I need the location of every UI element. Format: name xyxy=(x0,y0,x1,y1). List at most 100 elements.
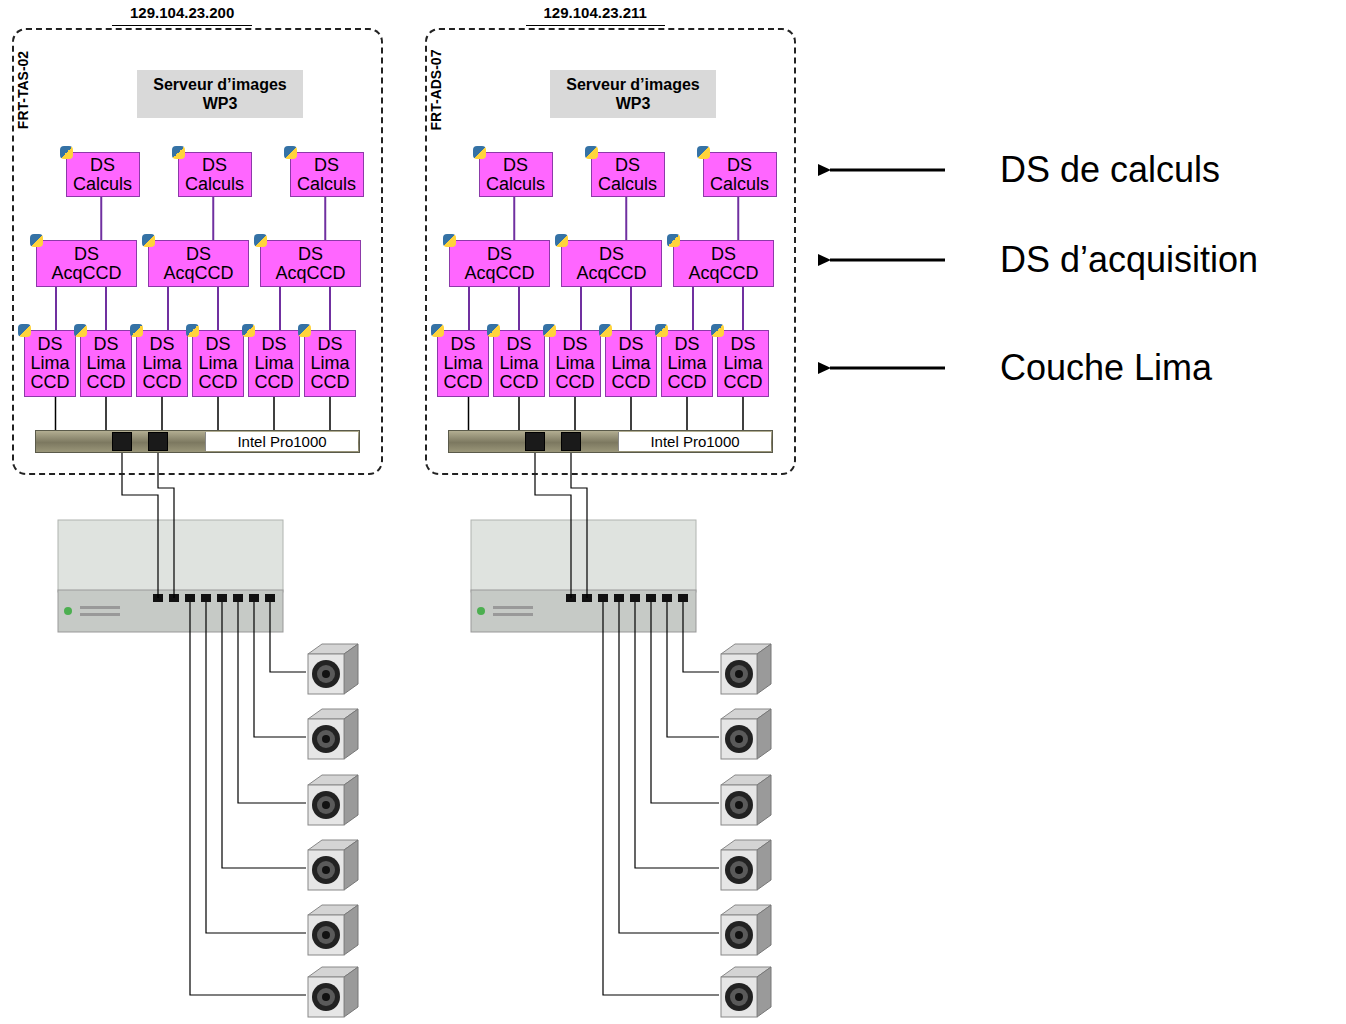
calc-device-server: DS Calculs xyxy=(703,152,777,197)
lima-device-server: DS Lima CCD xyxy=(661,330,713,397)
software-link xyxy=(742,287,744,330)
switch-and-cameras xyxy=(58,453,358,1017)
server-title: Serveur d’images WP3 xyxy=(150,75,290,113)
network-link xyxy=(273,397,275,430)
python-icon xyxy=(18,324,31,337)
leader-arrow xyxy=(830,259,945,262)
python-icon xyxy=(711,324,724,337)
ethernet-port xyxy=(148,432,168,451)
software-link xyxy=(580,287,582,330)
python-icon xyxy=(585,146,598,159)
acquisition-device-server: DS AcqCCD xyxy=(449,240,550,287)
python-icon xyxy=(30,234,43,247)
device-server-label: DS Lima CCD xyxy=(84,335,128,392)
lima-device-server: DS Lima CCD xyxy=(437,330,489,397)
python-icon xyxy=(667,234,680,247)
calc-device-server: DS Calculs xyxy=(290,152,364,197)
device-server-label: DS Calculs xyxy=(70,156,136,194)
python-icon xyxy=(555,234,568,247)
device-server-label: DS Calculs xyxy=(294,156,360,194)
software-link xyxy=(55,287,57,330)
lima-device-server: DS Lima CCD xyxy=(192,330,244,397)
device-server-label: DS Lima CCD xyxy=(721,335,765,392)
python-icon xyxy=(186,324,199,337)
network-link xyxy=(686,397,688,430)
software-link xyxy=(105,287,107,330)
device-server-label: DS AcqCCD xyxy=(567,245,657,283)
device-server-label: DS Calculs xyxy=(182,156,248,194)
layer-label: DS d’acquisition xyxy=(1000,240,1258,280)
python-icon xyxy=(60,146,73,159)
software-link xyxy=(324,197,326,240)
acquisition-device-server: DS AcqCCD xyxy=(673,240,774,287)
network-link xyxy=(518,397,520,430)
ethernet-port xyxy=(561,432,581,451)
network-link xyxy=(55,397,57,430)
software-link xyxy=(100,197,102,240)
lima-device-server: DS Lima CCD xyxy=(80,330,132,397)
host-name: FRT-ADS-07 xyxy=(428,50,444,131)
software-link xyxy=(518,287,520,330)
host-name: FRT-TAS-02 xyxy=(15,51,31,129)
acquisition-device-server: DS AcqCCD xyxy=(561,240,662,287)
python-icon xyxy=(599,324,612,337)
software-link xyxy=(468,287,470,330)
network-link xyxy=(329,397,331,430)
acquisition-device-server: DS AcqCCD xyxy=(260,240,361,287)
ip-address: 129.104.23.200 xyxy=(112,3,252,26)
python-icon xyxy=(130,324,143,337)
acquisition-device-server: DS AcqCCD xyxy=(36,240,137,287)
python-icon xyxy=(473,146,486,159)
network-card: Intel Pro1000 xyxy=(448,430,773,453)
device-server-label: DS Lima CCD xyxy=(28,335,72,392)
python-icon xyxy=(142,234,155,247)
device-server-label: DS Lima CCD xyxy=(665,335,709,392)
device-server-label: DS Lima CCD xyxy=(196,335,240,392)
device-server-label: DS Lima CCD xyxy=(441,335,485,392)
nic-label: Intel Pro1000 xyxy=(618,432,771,451)
device-server-label: DS AcqCCD xyxy=(266,245,356,283)
host-machine: 129.104.23.211FRT-ADS-07Serveur d’images… xyxy=(425,28,796,475)
acquisition-device-server: DS AcqCCD xyxy=(148,240,249,287)
lima-device-server: DS Lima CCD xyxy=(605,330,657,397)
software-link xyxy=(692,287,694,330)
lima-device-server: DS Lima CCD xyxy=(549,330,601,397)
python-icon xyxy=(697,146,710,159)
ethernet-port xyxy=(112,432,132,451)
layer-label: DS de calculs xyxy=(1000,150,1220,190)
network-link xyxy=(468,397,470,430)
layer-label: Couche Lima xyxy=(1000,348,1212,388)
server-title: Serveur d’images WP3 xyxy=(563,75,703,113)
network-link xyxy=(742,397,744,430)
network-link xyxy=(574,397,576,430)
lima-device-server: DS Lima CCD xyxy=(248,330,300,397)
device-server-label: DS Lima CCD xyxy=(308,335,352,392)
lima-device-server: DS Lima CCD xyxy=(717,330,769,397)
device-server-label: DS Calculs xyxy=(707,156,773,194)
leader-arrow xyxy=(830,367,945,370)
host-machine: 129.104.23.200FRT-TAS-02Serveur d’images… xyxy=(12,28,383,475)
calc-device-server: DS Calculs xyxy=(591,152,665,197)
software-link xyxy=(625,197,627,240)
nic-label: Intel Pro1000 xyxy=(205,432,358,451)
software-link xyxy=(217,287,219,330)
calc-device-server: DS Calculs xyxy=(178,152,252,197)
python-icon xyxy=(655,324,668,337)
lima-device-server: DS Lima CCD xyxy=(493,330,545,397)
lima-device-server: DS Lima CCD xyxy=(304,330,356,397)
device-server-label: DS AcqCCD xyxy=(42,245,132,283)
software-link xyxy=(329,287,331,330)
software-link xyxy=(737,197,739,240)
device-server-label: DS Calculs xyxy=(483,156,549,194)
lima-device-server: DS Lima CCD xyxy=(24,330,76,397)
software-link xyxy=(630,287,632,330)
device-server-label: DS Lima CCD xyxy=(252,335,296,392)
device-server-label: DS Lima CCD xyxy=(497,335,541,392)
network-link xyxy=(217,397,219,430)
python-icon xyxy=(543,324,556,337)
python-icon xyxy=(242,324,255,337)
device-server-label: DS AcqCCD xyxy=(455,245,545,283)
lima-device-server: DS Lima CCD xyxy=(136,330,188,397)
python-icon xyxy=(487,324,500,337)
software-link xyxy=(513,197,515,240)
